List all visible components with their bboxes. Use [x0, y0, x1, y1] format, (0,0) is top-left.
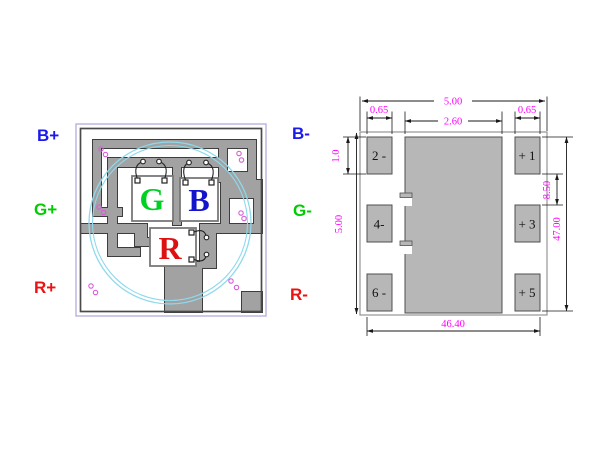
dim-overall-width: 5.00	[444, 97, 462, 108]
pad-2-label: 2 -	[372, 148, 386, 163]
fiducial-marks	[88, 146, 247, 296]
die-layout-diagram: B+ G+ R+ B- G- R-	[34, 123, 312, 317]
bond-post	[182, 179, 189, 186]
dim-pad-row-width: 46.40	[441, 319, 465, 330]
pad-6-label: 6 -	[372, 285, 386, 300]
solder-pads	[366, 136, 541, 314]
pad-3	[514, 204, 541, 243]
notch-tab	[399, 192, 413, 198]
notch	[401, 195, 412, 206]
red-die	[149, 227, 197, 267]
traces	[81, 140, 262, 312]
blue-die-letter: B	[188, 182, 209, 218]
dim-pad-gap: 8.50	[542, 181, 553, 199]
lens-ring-inner	[91, 144, 249, 302]
thermal-pad	[404, 136, 503, 314]
wire-loop	[186, 159, 192, 166]
dim-pad-height: 1.0	[331, 149, 342, 162]
bond-post	[208, 179, 215, 186]
pad-4	[366, 204, 393, 243]
red-die-letter: R	[158, 230, 182, 266]
dim-pad-width-right: 0.65	[518, 105, 536, 116]
pad-5	[514, 273, 541, 312]
wire-loop	[203, 251, 210, 258]
pad-2	[366, 136, 393, 175]
pad-layout-diagram: 2 - 4- 6 - + 1 + 3 + 5	[331, 96, 573, 336]
dim-center-pad-width: 2.60	[444, 117, 462, 128]
pad-4-label: 4-	[374, 217, 385, 232]
wire-loop	[203, 234, 210, 241]
wire-loop	[156, 158, 162, 165]
bond-post	[161, 177, 168, 184]
terminal-g-minus: G-	[293, 201, 312, 220]
pad-6	[366, 273, 393, 312]
green-die-letter: G	[140, 181, 165, 217]
bond-post	[134, 177, 141, 184]
pad-1-label: + 1	[518, 148, 535, 163]
terminal-r-minus: R-	[290, 285, 308, 304]
pad-3-label: + 3	[518, 217, 535, 232]
terminal-b-minus: B-	[292, 124, 310, 143]
notch-tab	[399, 240, 413, 246]
wire-loop	[140, 158, 146, 165]
pad-5-label: + 5	[518, 285, 535, 300]
wire-loop	[203, 159, 209, 166]
bond-post	[188, 229, 195, 236]
dimension-lines	[346, 99, 569, 333]
lens-ring-outer	[88, 141, 252, 305]
bond-wires	[134, 158, 215, 263]
dim-pad-column-height: 47.00	[552, 217, 563, 241]
dim-overall-height: 5.00	[334, 215, 345, 233]
bond-post	[188, 256, 195, 263]
terminal-r-plus: R+	[34, 278, 56, 297]
pad-1	[514, 136, 541, 175]
dim-pad-width-left: 0.65	[370, 105, 388, 116]
package-inner-border	[79, 127, 263, 313]
thermal-pad-notches	[399, 192, 413, 254]
terminal-b-plus: B+	[37, 126, 59, 145]
notch	[401, 243, 412, 254]
terminal-g-plus: G+	[34, 200, 57, 219]
